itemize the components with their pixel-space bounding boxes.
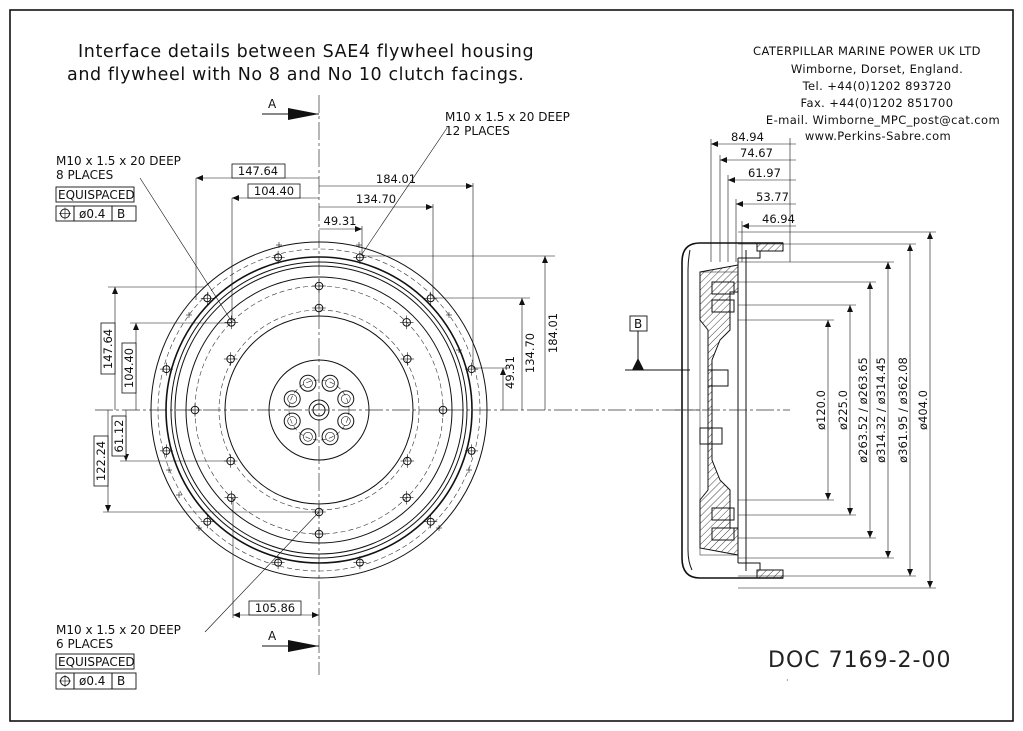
diameter-dim-label: ø404.0: [916, 390, 930, 430]
callout-12-places-line1: M10 x 1.5 x 20 DEEP: [445, 110, 570, 124]
diameter-dim-label: ø263.52 / ø263.65: [856, 357, 870, 463]
dim-134-70-h: 134.70: [356, 192, 396, 206]
dim-105-86-h: 105.86: [255, 601, 295, 615]
dim-122-24-v: 122.24: [94, 441, 108, 481]
housing-outer-circle: [150, 241, 488, 579]
depth-dim-label: 61.97: [748, 166, 781, 180]
callout-6-places-line1: M10 x 1.5 x 20 DEEP: [56, 623, 181, 637]
hub-bolt-hole: [321, 428, 339, 446]
datum-b-label: B: [634, 317, 642, 331]
diameter-dim-label: ø361.95 / ø362.08: [896, 357, 910, 463]
tol-value-bottom: ø0.4: [79, 674, 105, 688]
callout-12-places-line2: 12 PLACES: [445, 124, 510, 138]
center-bore: [308, 399, 330, 421]
tol-datum-bottom: B: [117, 674, 125, 688]
hub-bolt-hole: [337, 390, 355, 408]
company-name: CATERPILLAR MARINE POWER UK LTD: [753, 44, 981, 58]
pitch-circle-12: [157, 248, 481, 572]
depth-dim-label: 74.67: [740, 146, 773, 160]
side-view-section: B 84.94 74.67 61.97 53.77 46.94 ø120.0 ø225.0…: [625, 130, 936, 589]
hub-bolt-hole: [299, 428, 317, 446]
sheet-border: [9, 9, 1014, 722]
company-address: Wimborne, Dorset, England.: [791, 62, 963, 76]
drawing-title-line1: Interface details between SAE4 flywheel …: [78, 42, 534, 62]
doc-number: DOC 7169-2-00: [768, 648, 951, 673]
hub-bolt-hole: [337, 412, 355, 430]
dim-104-40-h: 104.40: [254, 184, 294, 198]
depth-dim-label: 46.94: [762, 212, 795, 226]
dim-184-01-h: 184.01: [376, 172, 416, 186]
depth-dimensions: 84.94 74.67 61.97 53.77 46.94: [710, 130, 796, 262]
diameter-dim-label: ø314.32 / ø314.45: [874, 357, 888, 463]
hub-bolt-holes: [283, 374, 355, 446]
callout-8-places-line2: 8 PLACES: [56, 168, 113, 182]
dim-184-01-v: 184.01: [546, 313, 560, 353]
dim-104-40-v: 104.40: [122, 348, 136, 388]
company-email: E-mail. Wimborne_MPC_post@cat.com: [766, 113, 1000, 127]
dim-134-70-v: 134.70: [523, 333, 537, 373]
diameter-dim-label: ø120.0: [814, 390, 828, 430]
hub-bolt-hole: [299, 374, 317, 392]
dim-61-12-v: 61.12: [112, 420, 126, 453]
drawing-title-line2: and flywheel with No 8 and No 10 clutch …: [67, 65, 524, 85]
company-web: www.Perkins-Sabre.com: [805, 129, 951, 143]
dim-147-64-v: 147.64: [101, 329, 115, 369]
company-tel: Tel. +44(0)1202 893720: [802, 79, 952, 93]
section-label-top: A: [268, 97, 277, 111]
flywheel-section: [699, 264, 739, 556]
hub-circle: [268, 359, 370, 461]
diameter-dim-label: ø225.0: [836, 390, 850, 430]
holes-8-places: [188, 279, 450, 541]
callout-8-places-line1: M10 x 1.5 x 20 DEEP: [56, 154, 181, 168]
stray-mark: ·: [786, 676, 789, 685]
hub-bolt-hole: [283, 390, 301, 408]
dim-147-64-h: 147.64: [238, 164, 278, 178]
company-fax: Fax. +44(0)1202 851700: [801, 96, 954, 110]
company-block: CATERPILLAR MARINE POWER UK LTD Wimborne…: [753, 44, 1000, 143]
diameter-dimensions: ø120.0 ø225.0 ø263.52 / ø263.65 ø314.32 / ø…: [738, 231, 936, 589]
depth-dim-label: 53.77: [756, 190, 789, 204]
housing-markers: [166, 242, 472, 531]
flywheel-pilot-circle: [185, 276, 453, 544]
housing-rim-circle: [165, 256, 473, 564]
equispaced-note-bottom: EQUISPACED: [58, 655, 135, 669]
dim-49-31-v: 49.31: [503, 356, 517, 389]
hub-bolt-hole: [283, 412, 301, 430]
front-view: A A: [55, 95, 700, 690]
hub-bolt-hole: [321, 374, 339, 392]
tol-value-top: ø0.4: [79, 207, 105, 221]
equispaced-note-top: EQUISPACED: [58, 188, 135, 202]
dim-49-31-h: 49.31: [324, 214, 357, 228]
depth-dim-label: 84.94: [731, 130, 764, 144]
callout-6-places-line2: 6 PLACES: [56, 637, 113, 651]
section-label-bottom: A: [268, 629, 277, 643]
tol-datum-top: B: [117, 207, 125, 221]
